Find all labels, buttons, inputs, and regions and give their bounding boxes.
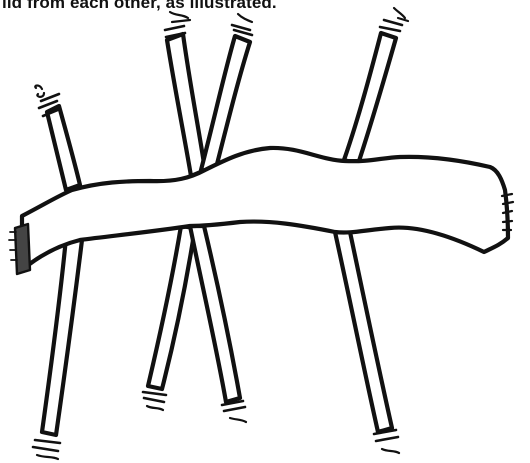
upper-center-left-strip <box>165 12 205 176</box>
lower-center-left-strip <box>143 226 195 410</box>
lower-center-right-strip <box>190 226 246 422</box>
upper-left-strip <box>35 86 80 191</box>
lower-left-strip <box>33 238 82 459</box>
upper-center-right-strip <box>201 14 252 172</box>
main-horizontal-strip <box>9 148 513 274</box>
lower-right-strip <box>335 232 399 453</box>
upper-right-strip <box>344 8 408 164</box>
